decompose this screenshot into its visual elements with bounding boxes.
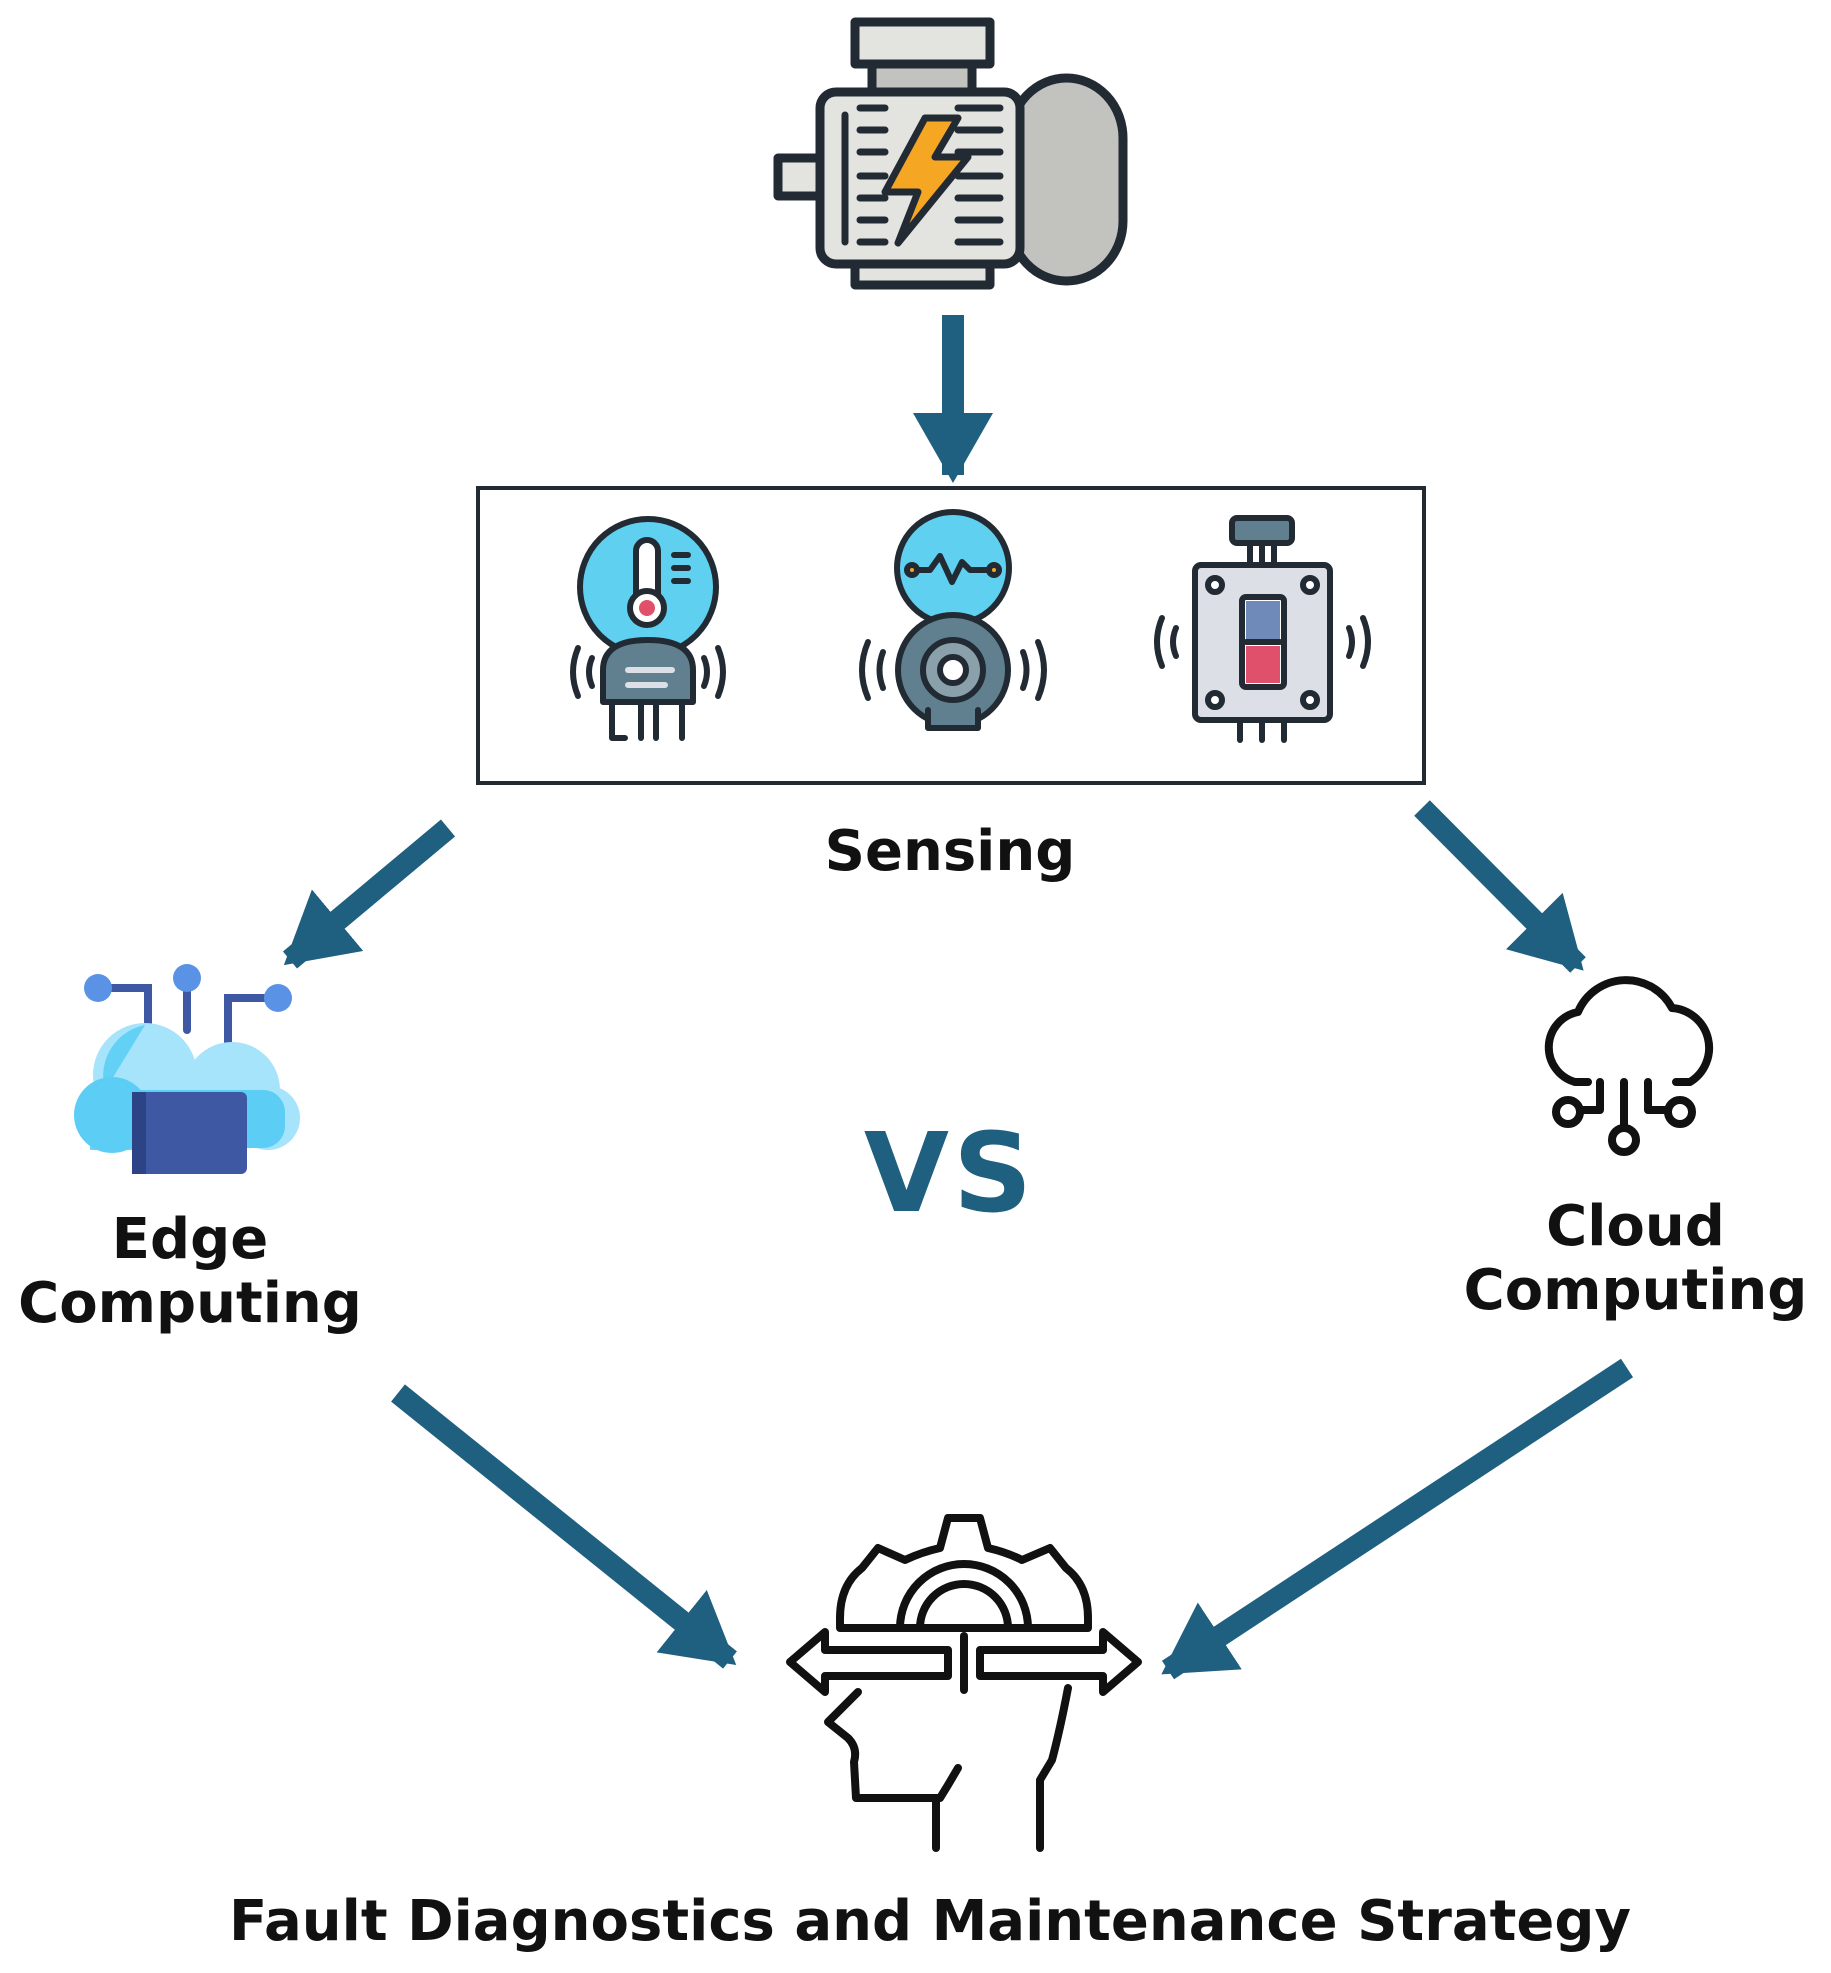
electric-motor-icon (773, 17, 1128, 290)
edge-label-line-2: Computing (18, 1271, 362, 1337)
head-gear-icon (786, 1514, 1142, 1852)
arrow-sensing-to-edge (282, 819, 456, 969)
vibration-sensor-icon (859, 509, 1047, 731)
edge-computing-icon (74, 964, 300, 1174)
temperature-sensor-icon (570, 516, 726, 741)
arrows (282, 315, 1634, 1680)
edge-label-line-1: Edge (111, 1207, 269, 1272)
fault-diagnostics-label: Fault Diagnostics and Maintenance Strate… (229, 1889, 1631, 1954)
arrow-sensing-to-cloud (1414, 800, 1586, 973)
sensing-label: Sensing (824, 819, 1076, 884)
current-switch-sensor-icon (1154, 515, 1371, 743)
arrow-edge-to-fault (391, 1384, 737, 1669)
edge-computing-label: Edge Computing (0, 1207, 380, 1337)
sensing-box (476, 486, 1426, 785)
cloud-computing-label: Cloud Computing (1440, 1194, 1831, 1324)
versus-label: VS (863, 1109, 1037, 1237)
cloud-label-line-1: Cloud (1546, 1194, 1725, 1259)
cloud-computing-icon (1544, 976, 1714, 1156)
arrow-cloud-to-fault (1161, 1358, 1634, 1680)
cloud-label-line-2: Computing (1463, 1258, 1808, 1324)
